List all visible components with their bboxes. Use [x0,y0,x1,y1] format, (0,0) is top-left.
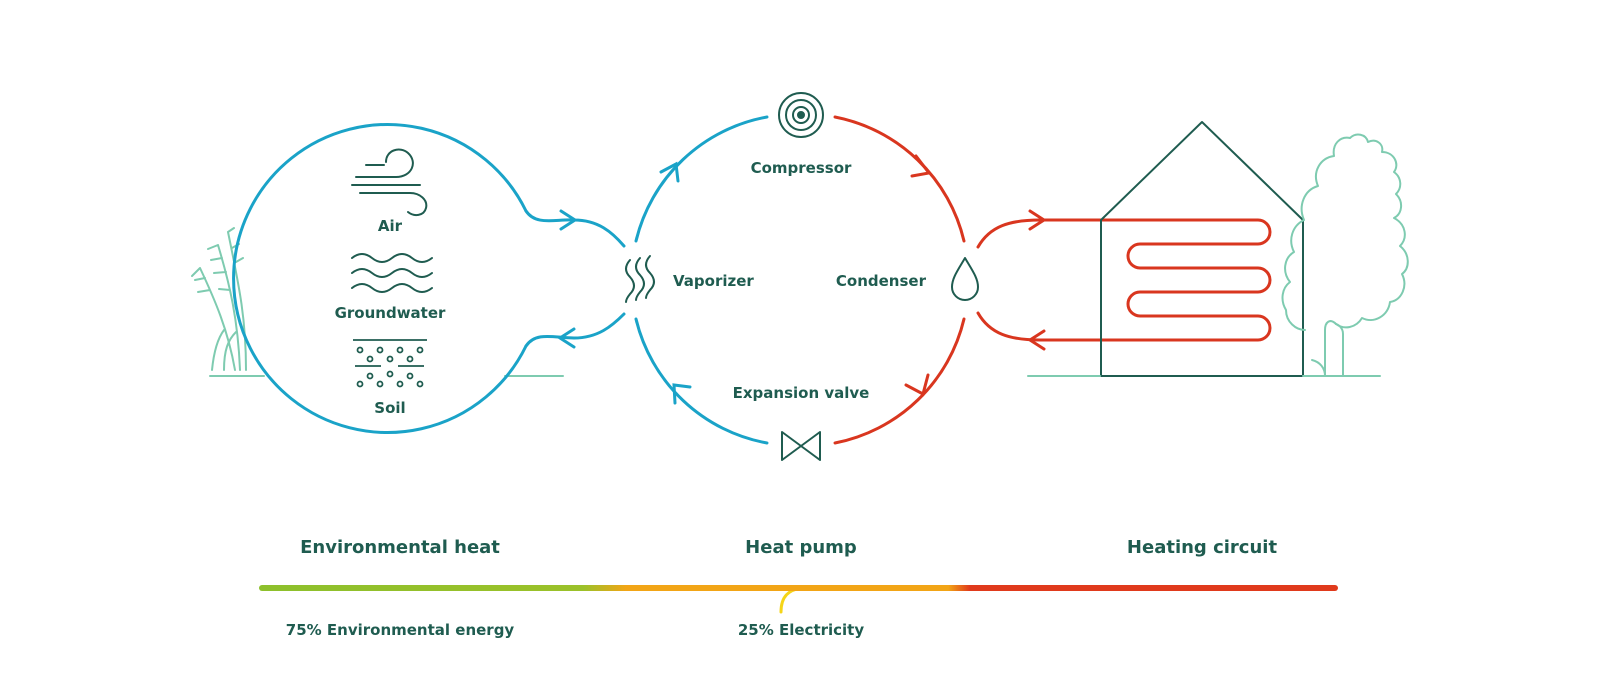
cycle-label-expansion-valve: Expansion valve [733,384,870,402]
source-label-air: Air [378,217,403,235]
section-title-heating-circuit: Heating circuit [1127,537,1278,558]
environmental-energy-label: 75% Environmental energy [286,621,515,639]
valve-icon [781,431,821,461]
wind-icon [351,148,428,217]
cycle-label-condenser: Condenser [836,272,927,290]
vaporizer-heat-icon [625,255,655,303]
cycle-hot-side [833,115,966,445]
section-title-heat-pump: Heat pump [745,537,857,558]
droplet-icon [951,257,979,301]
electricity-label: 25% Electricity [738,621,864,639]
electricity-input-curve [779,586,803,614]
tree-icon [1027,133,1409,377]
cycle-cold-side [634,115,769,445]
energy-bar [259,585,1338,614]
compressor-icon [778,92,824,138]
environmental-loop [232,123,626,434]
source-label-soil: Soil [374,399,405,417]
wave-icon [351,253,433,293]
heating-loop [976,209,1272,351]
source-label-groundwater: Groundwater [335,304,446,322]
grass-icon [191,227,564,377]
cycle-label-vaporizer: Vaporizer [673,272,754,290]
house-icon [1100,121,1304,377]
section-title-environmental-heat: Environmental heat [300,537,500,558]
soil-icon [353,339,427,388]
cycle-label-compressor: Compressor [751,159,852,177]
